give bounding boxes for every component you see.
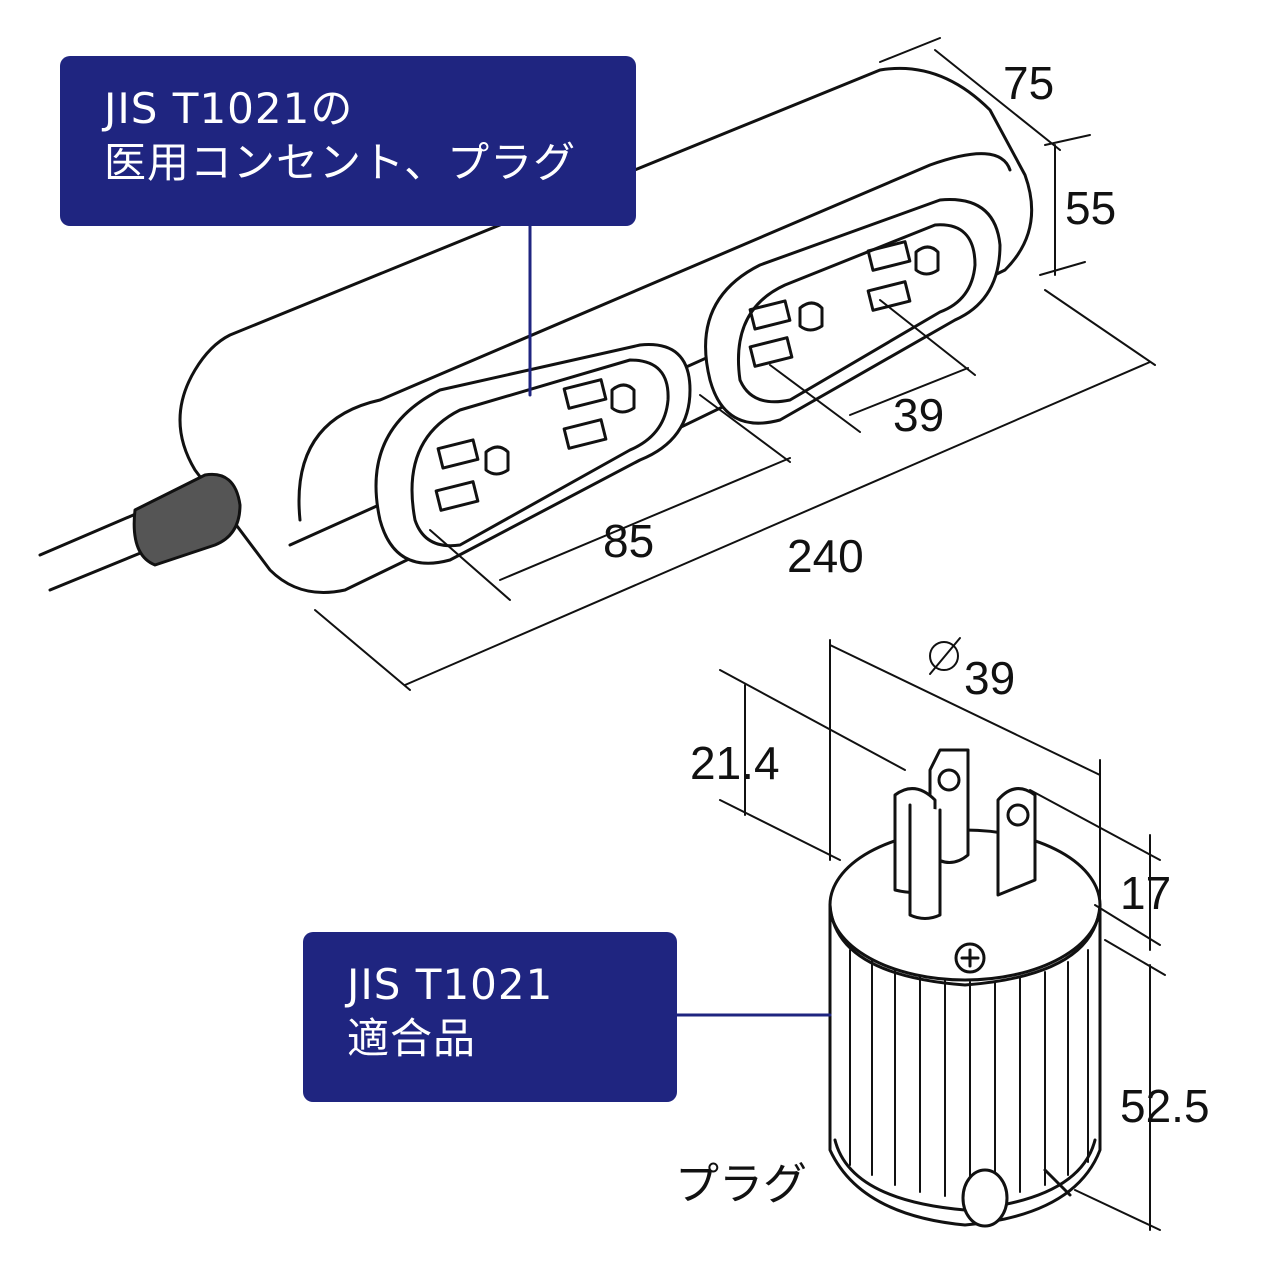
dim-plug-body-height: 52.5 [1120,1080,1210,1132]
plug-dimension-lines [719,639,1166,1231]
dim-plug-cap-height: 17 [1120,867,1172,919]
plug-body [828,903,1102,1227]
strip-dimension-lines [314,37,1156,691]
dim-strip-depth: 75 [1003,57,1055,109]
plug-caption: プラグ [675,1159,807,1210]
dim-module-length: 85 [603,515,655,567]
strip-callout-line2: 医用コンセント、プラグ [104,138,577,187]
dim-plug-diameter: 39 [964,652,1016,704]
plug-callout-line2: 適合品 [347,1014,477,1063]
strip-callout-line1: JIS T1021の [104,84,354,133]
cable [38,472,242,592]
plug-prongs [893,748,1037,920]
cable-sleeve [132,472,242,567]
plug-collar [828,903,1102,987]
dim-strip-height: 55 [1065,182,1117,234]
plug-base-knob [961,1168,1009,1228]
strip-callout: JIS T1021の 医用コンセント、プラグ [60,56,636,226]
strip-top-face-edge [297,152,1012,522]
outlet-right [704,198,1002,425]
diameter-icon [929,637,961,675]
plug-callout: JIS T1021 適合品 [303,932,677,1102]
dim-plug-prong-height: 21.4 [690,737,780,789]
dim-outlet-spacing: 39 [893,389,945,441]
outlet-left [374,343,692,565]
dim-total-length: 240 [787,530,864,582]
plug-grip-ribs [849,949,1089,1199]
plug-callout-line1: JIS T1021 [347,960,554,1009]
plug [828,748,1102,1228]
screw-icon [954,942,986,974]
